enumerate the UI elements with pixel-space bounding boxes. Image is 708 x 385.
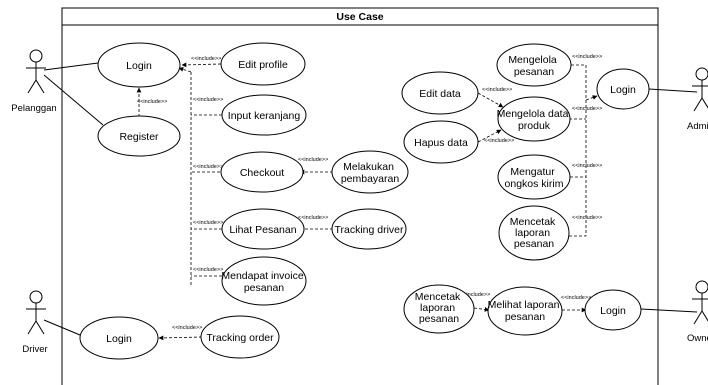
include-lines: [136, 62, 598, 341]
uc-melakukan-pembayaran: [331, 150, 409, 194]
uc-mengelola-pesanan: [496, 43, 572, 87]
uc-edit-data: [401, 71, 479, 115]
include-label: <<include>>: [193, 97, 223, 103]
actor-owner-label: Owner: [687, 333, 708, 344]
include-label: <<include>>: [572, 163, 602, 169]
actor-owner: [692, 280, 708, 325]
uc-label: Edit profile: [238, 59, 288, 71]
uc-label: Mencetak laporan pesanan: [510, 216, 558, 250]
actor-admin: [692, 67, 708, 112]
uc-mencetak-laporan-admin: [498, 205, 570, 261]
uc-label: Melakukan pembayaran: [341, 161, 400, 185]
include-label: <<include>>: [572, 215, 602, 221]
uc-label: Mengelola data produk: [497, 108, 572, 132]
include-label: <<include>>: [298, 157, 328, 163]
uc-label: Tracking order: [206, 332, 274, 344]
uc-hapus-data: [403, 120, 479, 164]
include-label: <<include>>: [572, 54, 602, 60]
uc-input-keranjang: [221, 94, 307, 136]
uc-label: Hapus data: [414, 137, 468, 149]
uc-label: Login: [600, 305, 626, 317]
uc-label: Checkout: [240, 167, 284, 179]
uc-checkout: [220, 151, 304, 193]
include-label: <<include>>: [298, 215, 328, 221]
uc-label: Mengatur ongkos kirim: [505, 166, 564, 190]
uc-login-pelanggan: [97, 42, 181, 88]
uc-label: Mengelola pesanan: [508, 54, 559, 78]
system-title: Use Case: [336, 11, 383, 23]
include-label: <<include>>: [191, 56, 221, 62]
include-labels: <<include>> <<include>> <<include>> <<in…: [137, 54, 602, 331]
uc-label: Melihat laporan pesanan: [488, 299, 563, 323]
uc-melihat-laporan: [487, 286, 563, 336]
include-label: <<include>>: [484, 138, 514, 144]
uc-label: Mencetak laporan pesanan: [415, 291, 463, 325]
uc-tracking-driver: [331, 208, 407, 250]
uc-lihat-pesanan: [221, 208, 305, 250]
uc-label: Register: [119, 131, 159, 143]
uc-tracking-order: [200, 315, 280, 359]
uc-mengatur-ongkos: [497, 154, 571, 200]
uc-label: Mendapat invoice pesanan: [221, 270, 306, 294]
include-label: <<include>>: [460, 292, 490, 298]
actor-pelanggan-label: Pelanggan: [11, 103, 56, 114]
uc-label: Login: [610, 84, 636, 96]
uc-edit-profile: [220, 42, 306, 86]
actor-admin-label: Admin: [687, 121, 708, 132]
uc-label: Input keranjang: [228, 110, 301, 122]
actor-pelanggan: [26, 49, 46, 94]
use-case-labels: Login Register Edit profile Input keranj…: [106, 54, 636, 345]
uc-mendapat-invoice: [221, 256, 307, 306]
associations: [43, 62, 698, 341]
uc-label: Login: [126, 60, 152, 72]
actor-driver-label: Driver: [22, 344, 47, 355]
uc-label: Login: [106, 333, 132, 345]
include-label: <<include>>: [482, 87, 512, 93]
uc-register: [97, 115, 181, 157]
uc-login-admin: [596, 68, 650, 110]
actor-driver: [26, 290, 46, 335]
include-label: <<include>>: [193, 267, 223, 273]
include-label: <<include>>: [172, 325, 202, 331]
include-label: <<include>>: [137, 99, 167, 105]
use-case-shapes: [79, 42, 650, 360]
include-label: <<include>>: [193, 220, 223, 226]
include-label: <<include>>: [193, 164, 223, 170]
uc-login-driver: [79, 316, 159, 360]
include-label: <<include>>: [561, 295, 591, 301]
uc-label: Edit data: [419, 88, 461, 100]
include-label: <<include>>: [572, 106, 602, 112]
uc-label: Lihat Pesanan: [229, 224, 296, 236]
uc-mencetak-laporan-owner: [403, 284, 475, 334]
uc-login-owner: [584, 289, 642, 331]
uc-mengelola-data-produk: [497, 96, 571, 142]
uc-label: Tracking driver: [334, 224, 404, 236]
